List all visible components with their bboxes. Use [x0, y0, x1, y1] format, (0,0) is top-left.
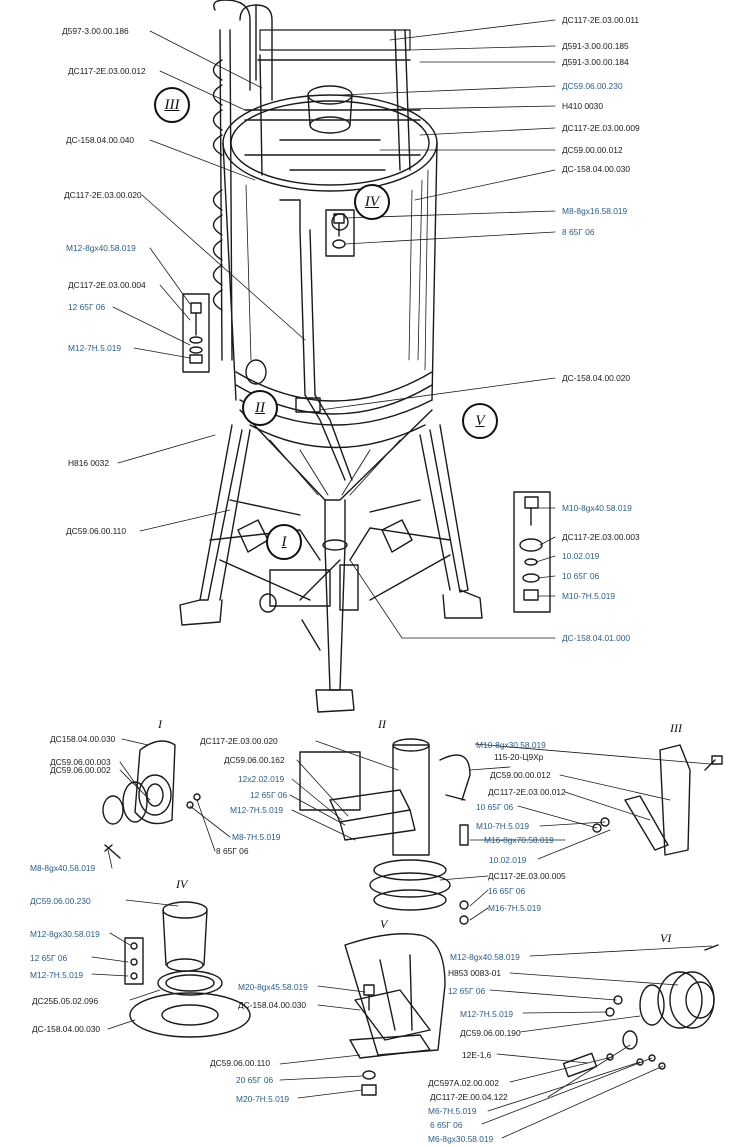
part-label: Н816 0032 — [68, 458, 109, 468]
part-label: М12-7Н.5.019 — [230, 805, 284, 815]
part-label: М20-8gх45.58.019 — [238, 982, 308, 992]
detail-title-vi: VI — [660, 931, 672, 945]
part-label: ДС117-2Е.00.04.122 — [430, 1092, 508, 1102]
part-label: 10.02.019 — [562, 551, 600, 561]
part-label: М10-8gх40.58.019 — [562, 503, 632, 513]
detail-title-iv: IV — [176, 877, 188, 891]
fastener-stack-left — [182, 293, 210, 373]
part-label: ДС59.06.00.230 — [562, 81, 623, 91]
callout-i: I — [266, 524, 302, 560]
part-label: ДС59.00.00.012 — [562, 145, 623, 155]
part-label: М12-8gх30.58.019 — [30, 929, 100, 939]
callout-ii: II — [242, 390, 278, 426]
support-legs — [179, 424, 483, 713]
part-label: 16 65Г 06 — [488, 886, 526, 896]
part-label: М10-8gх30.58.019 — [476, 740, 546, 750]
part-label: ДС-158.04.01.000 — [562, 633, 631, 643]
part-label: 12х2.02.019 — [238, 774, 285, 784]
callout-iv: IV — [354, 184, 390, 220]
part-label: ДС59.06.00.002 — [50, 765, 111, 775]
part-label: М10-7Н.5.019 — [476, 821, 530, 831]
top-platform — [213, 0, 421, 176]
part-label: М6-8gх30.58.019 — [428, 1134, 494, 1144]
tank-body — [222, 94, 438, 551]
part-label: Д597-3.00.00.186 — [62, 26, 129, 36]
detail-v — [344, 933, 446, 1096]
part-label: 12 65Г 06 — [30, 953, 68, 963]
part-label: ДС-158.04.00.030 — [238, 1000, 307, 1010]
part-label: 20 65Г 06 — [236, 1075, 274, 1085]
part-label: М20-7Н.5.019 — [236, 1094, 290, 1104]
fastener-stack-right-bottom — [513, 491, 551, 613]
part-label: ДС59.00.00.012 — [490, 770, 551, 780]
part-label: 10 65Г 06 — [562, 571, 600, 581]
part-label: 6 65Г 06 — [430, 1120, 463, 1130]
part-label: 12 65Г 06 — [448, 986, 486, 996]
part-label: ДС117-2Е.03.00.004 — [68, 280, 146, 290]
part-label: ДС117-2Е.03.00.005 — [488, 871, 566, 881]
part-label: ДС59.06.00.110 — [210, 1058, 270, 1068]
part-label: ДС117-2Е.03.00.020 — [200, 736, 278, 746]
part-label: ДС-158.04.00.030 — [562, 164, 631, 174]
callout-v: V — [462, 403, 498, 439]
side-pipe — [279, 199, 353, 481]
part-label: 10.02.019 — [489, 855, 527, 865]
part-label: М6-7Н.5.019 — [428, 1106, 477, 1116]
detail-title-iii: III — [670, 721, 682, 735]
part-label: 12 65Г 06 — [250, 790, 288, 800]
part-label: М12-7Н.5.019 — [68, 343, 122, 353]
part-label: М12-8gх40.58.019 — [450, 952, 520, 962]
part-label: ДС59.06.00.190 — [460, 1028, 521, 1038]
part-label: 8 65Г 06 — [216, 846, 249, 856]
part-label: 10 65Г 06 — [476, 802, 514, 812]
part-label: ДС117-2Е.03.00.012 — [488, 787, 566, 797]
part-label: М12-7Н.5.019 — [30, 970, 84, 980]
detail-i — [102, 740, 201, 859]
part-label: М8-8gх16.58.019 — [562, 206, 628, 216]
part-label: ДС117-2Е.03.00.012 — [68, 66, 146, 76]
part-label: М12-8gх40.58.019 — [66, 243, 136, 253]
detail-ii — [299, 738, 610, 925]
part-label: 8 65Г 06 — [562, 227, 595, 237]
part-label: ДС25Б.05.02.096 — [32, 996, 99, 1006]
part-label: Д591-3.00.00.185 — [562, 41, 629, 51]
part-label: 115-20-Ц9Хр — [494, 752, 544, 762]
part-label: 12Е-1,6 — [462, 1050, 492, 1060]
detail-iv — [124, 901, 251, 1038]
part-label: ДС59.06.00.230 — [30, 896, 91, 906]
detail-title-ii: II — [378, 717, 386, 731]
part-label: ДС59.06.00.110 — [66, 526, 126, 536]
part-label: ДС117-2Е.03.00.003 — [562, 532, 640, 542]
part-label: ДС59.06.00.162 — [224, 755, 285, 765]
detail-title-i: I — [158, 717, 162, 731]
part-label: М16-8gх70.58.019 — [484, 835, 554, 845]
part-label: ДС-158.04.00.040 — [66, 135, 135, 145]
part-label: М10-7Н.5.019 — [562, 591, 616, 601]
part-label: ДС597А.02.00.002 — [428, 1078, 499, 1088]
part-label: М12-7Н.5.019 — [460, 1009, 514, 1019]
part-label: ДС158.04.00.030 — [50, 734, 116, 744]
part-label: ДС117-2Е.03.00.020 — [64, 190, 142, 200]
part-label: М16-7Н.5.019 — [488, 903, 542, 913]
part-label: Н853 0083-01 — [448, 968, 502, 978]
part-label: М8-8gх40.58.019 — [30, 863, 96, 873]
part-label: М8-7Н.5.019 — [232, 832, 281, 842]
part-label: Д591-3.00.00.184 — [562, 57, 629, 67]
part-label: Н410 0030 — [562, 101, 603, 111]
detail-title-v: V — [380, 917, 388, 931]
part-label: 12 65Г 06 — [68, 302, 106, 312]
detail-iii — [624, 744, 723, 856]
part-label: ДС59.06.00.003 — [50, 757, 111, 767]
part-label: ДС117-2Е.03.00.011 — [562, 15, 640, 25]
fastener-stack-right-top — [325, 209, 355, 257]
part-label: ДС-158.04.00.020 — [562, 373, 631, 383]
ladder — [212, 29, 267, 385]
part-label: ДС-158.04.00.030 — [32, 1024, 101, 1034]
detail-vi — [562, 944, 719, 1078]
part-label: ДС117-2Е.03.00.009 — [562, 123, 640, 133]
callout-iii: III — [154, 87, 190, 123]
